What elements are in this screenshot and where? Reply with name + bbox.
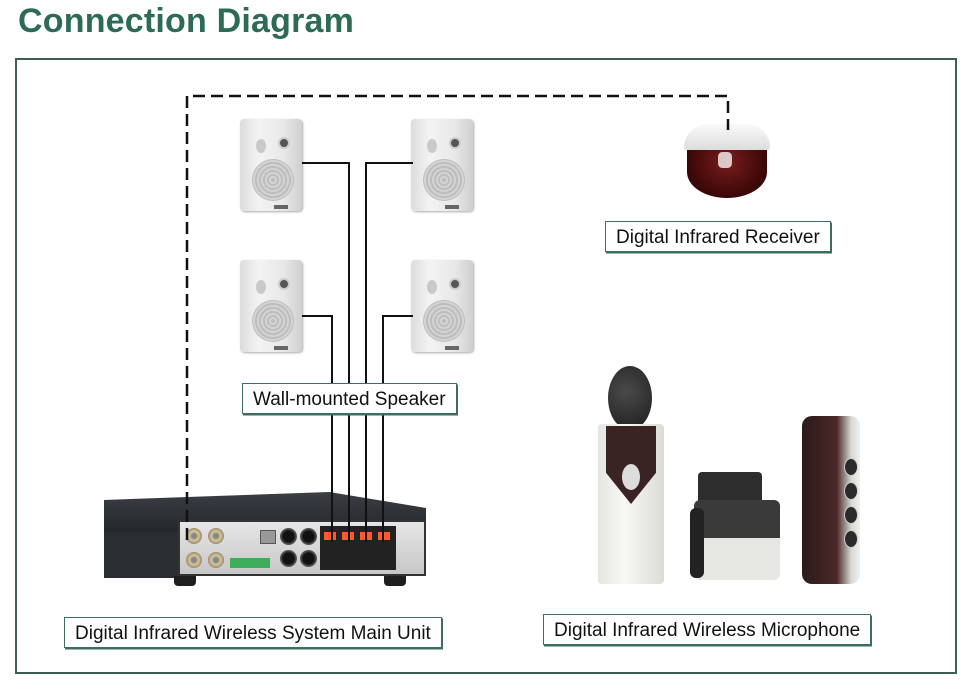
label-receiver: Digital Infrared Receiver [605,221,831,252]
wire-receiver-dashed [185,94,730,540]
audio-jack-icon [280,550,297,567]
terminal-block-icon [230,558,270,568]
bnc-connector-icon [208,552,224,568]
windscreen-icon [608,366,652,430]
bnc-connector-icon [208,528,224,544]
wire-speaker-bottom-right [382,315,413,542]
bnc-connector-icon [186,528,202,544]
label-main-unit: Digital Infrared Wireless System Main Un… [64,617,442,648]
label-microphone: Digital Infrared Wireless Microphone [543,614,872,645]
foot [384,576,406,586]
wire-speaker-top-right [365,162,413,542]
page-title: Connection Diagram [18,2,355,40]
speaker-top-right [411,115,475,213]
clip-microphone [690,472,780,582]
handheld-microphone [598,366,664,584]
usb-port-icon [260,530,276,544]
main-unit-device [104,492,426,588]
main-unit-rear-panel [178,520,426,576]
bodypack-microphone [802,416,860,584]
mic-button-icon [622,464,640,490]
audio-jack-icon [280,528,297,545]
speaker-bottom-left [240,256,304,354]
wire-speaker-top-left [302,162,350,542]
speaker-bottom-right [411,256,475,354]
speaker-top-left [240,115,304,213]
wire-speaker-bottom-left [302,315,333,542]
audio-jack-icon [300,528,317,545]
label-speaker: Wall-mounted Speaker [242,383,457,414]
diagram-frame [15,58,957,674]
bnc-connector-icon [186,552,202,568]
audio-jack-icon [300,550,317,567]
foot [174,576,196,586]
